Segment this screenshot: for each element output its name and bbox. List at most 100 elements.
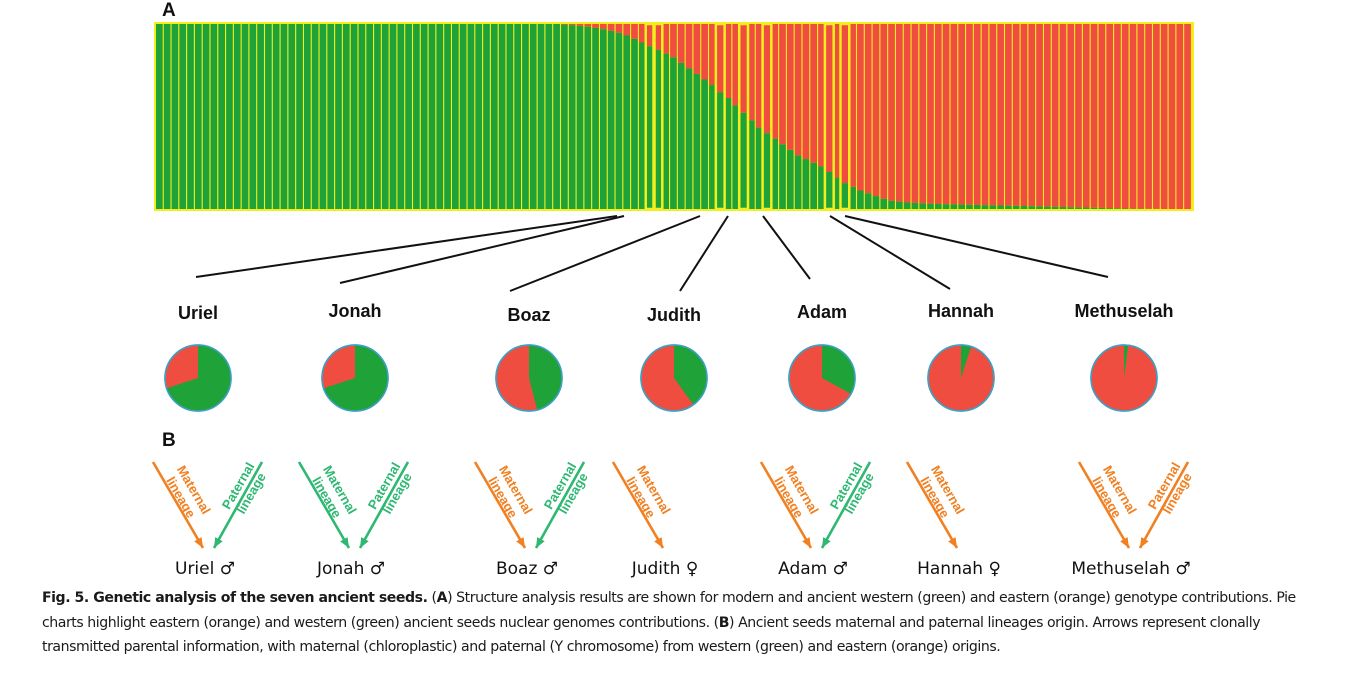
bar-eastern xyxy=(1114,24,1121,209)
bar-western xyxy=(1051,206,1059,209)
pie-western-slice xyxy=(961,345,972,378)
caption-part-3: ) Ancient seeds maternal and paternal li… xyxy=(42,614,1261,656)
bar-western xyxy=(459,24,467,209)
bar-western xyxy=(156,24,163,209)
arrow-shaft xyxy=(820,461,872,549)
bar-western xyxy=(771,138,779,209)
bar-western xyxy=(685,68,693,210)
bar-western xyxy=(600,29,607,210)
bar-western xyxy=(740,112,747,209)
bar-eastern xyxy=(818,24,825,167)
bar-eastern xyxy=(1160,24,1168,209)
bar-western xyxy=(280,24,288,209)
bar-western xyxy=(210,24,218,209)
bar-western xyxy=(576,25,584,209)
bar-eastern xyxy=(670,24,677,58)
bar-western xyxy=(288,24,296,209)
bar-western xyxy=(888,200,895,209)
bar-eastern xyxy=(1121,24,1129,209)
bar-western xyxy=(1028,206,1036,209)
bar-western xyxy=(381,24,389,209)
bar-western xyxy=(849,186,856,209)
bar-western xyxy=(896,201,903,209)
figure-caption: Fig. 5. Genetic analysis of the seven an… xyxy=(42,586,1332,660)
bar-eastern xyxy=(561,24,568,25)
arrow-shaft xyxy=(611,461,665,549)
bar-western xyxy=(1044,206,1051,209)
connector-line xyxy=(762,215,811,280)
bar-western xyxy=(483,24,490,209)
bar-eastern xyxy=(701,24,708,80)
bar-eastern xyxy=(631,24,638,39)
bar-eastern xyxy=(802,24,810,160)
bar-western xyxy=(779,144,786,209)
bar-western xyxy=(670,57,677,209)
bar-western xyxy=(179,24,187,209)
bar-western xyxy=(366,24,374,209)
paternal-lineage-label: Paternallineage xyxy=(365,460,417,519)
bar-western xyxy=(249,24,257,209)
bar-eastern xyxy=(942,24,950,205)
bar-eastern xyxy=(958,24,966,205)
arrowhead xyxy=(214,537,223,548)
pie-name-hannah: Hannah xyxy=(928,301,994,321)
pie-outline xyxy=(164,344,232,412)
bar-western xyxy=(490,24,498,209)
bar-eastern xyxy=(584,24,592,27)
pie-outline xyxy=(495,344,563,412)
arrowhead xyxy=(194,537,203,548)
pie-outline xyxy=(927,344,995,412)
bar-western xyxy=(545,24,553,209)
bar-eastern xyxy=(841,24,849,184)
bar-western xyxy=(786,149,794,209)
bar-western xyxy=(857,190,864,209)
arrow-shaft xyxy=(905,461,959,549)
bar-western xyxy=(498,24,506,209)
bar-eastern xyxy=(693,24,701,74)
bar-western xyxy=(311,24,319,209)
arrow-shaft xyxy=(759,461,813,549)
bar-western xyxy=(864,193,872,209)
maternal-lineage-label: Maternallineage xyxy=(1087,463,1140,524)
panel-b-label: B xyxy=(162,430,176,451)
bar-eastern xyxy=(607,24,615,31)
bar-western xyxy=(171,24,179,209)
bar-western xyxy=(615,32,623,209)
bar-western xyxy=(1067,207,1075,209)
structure-bar-chart xyxy=(154,22,1194,211)
bar-western xyxy=(950,204,958,209)
bar-western xyxy=(638,42,646,209)
bar-western xyxy=(942,204,950,209)
bar-eastern xyxy=(786,24,794,150)
bar-western xyxy=(584,26,592,210)
bar-eastern xyxy=(709,24,716,86)
bar-western xyxy=(966,204,973,209)
highlight-box xyxy=(714,22,726,211)
seed-label-hannah: Hannah ♀ xyxy=(917,559,1001,579)
maternal-lineage-label: Maternallineage xyxy=(483,463,536,524)
arrowhead xyxy=(536,537,545,548)
seed-label-boaz: Boaz ♂ xyxy=(496,559,558,579)
connector-line xyxy=(195,215,618,278)
highlight-box xyxy=(737,22,750,211)
pie-name-boaz: Boaz xyxy=(507,305,550,325)
pie-western-slice xyxy=(529,345,562,410)
maternal-lineage-label: Maternallineage xyxy=(307,463,360,524)
bar-western xyxy=(553,24,560,209)
bar-eastern xyxy=(779,24,786,145)
bar-western xyxy=(163,24,171,209)
bar-western xyxy=(763,133,771,209)
highlight-box xyxy=(839,22,851,211)
bar-western xyxy=(654,49,662,210)
bar-western xyxy=(568,25,576,209)
arrow-shaft xyxy=(297,461,351,549)
bar-western xyxy=(1106,208,1114,209)
caption-part-2: ) Structure analysis results are shown f… xyxy=(42,590,1296,631)
bar-eastern xyxy=(950,24,958,205)
bar-western xyxy=(529,24,537,209)
bar-eastern xyxy=(576,24,584,26)
bar-western xyxy=(202,24,210,209)
bar-western xyxy=(296,24,303,209)
seed-label-methuselah: Methuselah ♂ xyxy=(1071,559,1190,579)
bar-western xyxy=(794,155,802,209)
